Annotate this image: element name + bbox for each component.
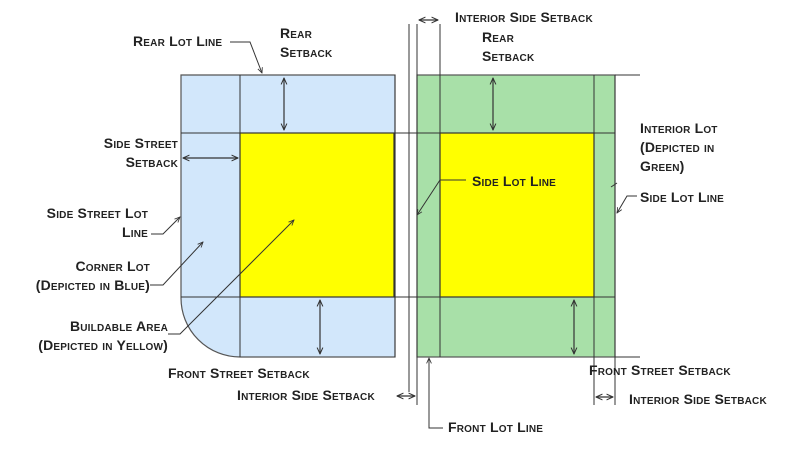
dimension-arrows	[183, 20, 613, 397]
corner-lot-line1: Corner Lot	[75, 258, 150, 274]
front-street-setback-right-label: Front Street Setback	[589, 362, 731, 378]
buildable-area-line1: Buildable Area	[69, 318, 168, 334]
rear-setback-label-left: Rear Setback	[280, 24, 332, 62]
buildable-area-corner-lot	[239, 132, 395, 298]
rear-lot-line-label: Rear Lot Line	[133, 33, 223, 49]
side-street-setback-label: Side Street Setback	[90, 134, 178, 172]
side-street-lot-line-line2: Line	[121, 224, 148, 240]
buildable-area-line2: (Depicted in Yellow)	[38, 337, 168, 353]
interior-side-setback-left-label: Interior Side Setback	[237, 387, 375, 403]
interior-side-setback-right-label: Interior Side Setback	[629, 391, 767, 407]
interior-lot-line2: (Depicted in	[640, 139, 715, 155]
rear-setback-left-line1: Rear	[280, 25, 313, 41]
corner-lot-line2: (Depicted in Blue)	[35, 277, 150, 293]
side-street-setback-line1: Side Street	[103, 135, 178, 151]
interior-lot-label: Interior Lot (Depicted in Green)	[640, 119, 718, 176]
rear-setback-right-line2: Setback	[482, 48, 535, 64]
front-street-setback-left-label: Front Street Setback	[168, 365, 310, 381]
side-street-lot-line-line1: Side Street Lot	[46, 205, 148, 221]
setback-lines	[181, 24, 640, 405]
front-lot-line-label: Front Lot Line	[448, 419, 544, 435]
interior-side-setback-top-label: Interior Side Setback	[455, 9, 593, 25]
side-street-setback-line2: Setback	[125, 154, 178, 170]
rear-setback-right-line1: Rear	[482, 29, 515, 45]
rear-setback-left-line2: Setback	[280, 44, 333, 60]
buildable-area-interior-lot	[439, 132, 595, 298]
corner-lot-label: Corner Lot (Depicted in Blue)	[10, 257, 150, 295]
buildable-area-label: Buildable Area (Depicted in Yellow)	[6, 317, 168, 355]
interior-lot-line3: Green)	[640, 158, 685, 174]
leader-lines	[150, 41, 637, 429]
side-street-lot-line-label: Side Street Lot Line	[30, 204, 148, 242]
side-lot-line-right-label: Side Lot Line	[640, 189, 725, 205]
rear-setback-label-right: Rear Setback	[482, 28, 534, 66]
interior-lot-line1: Interior Lot	[640, 120, 718, 136]
side-lot-line-center-label: Side Lot Line	[472, 173, 557, 189]
